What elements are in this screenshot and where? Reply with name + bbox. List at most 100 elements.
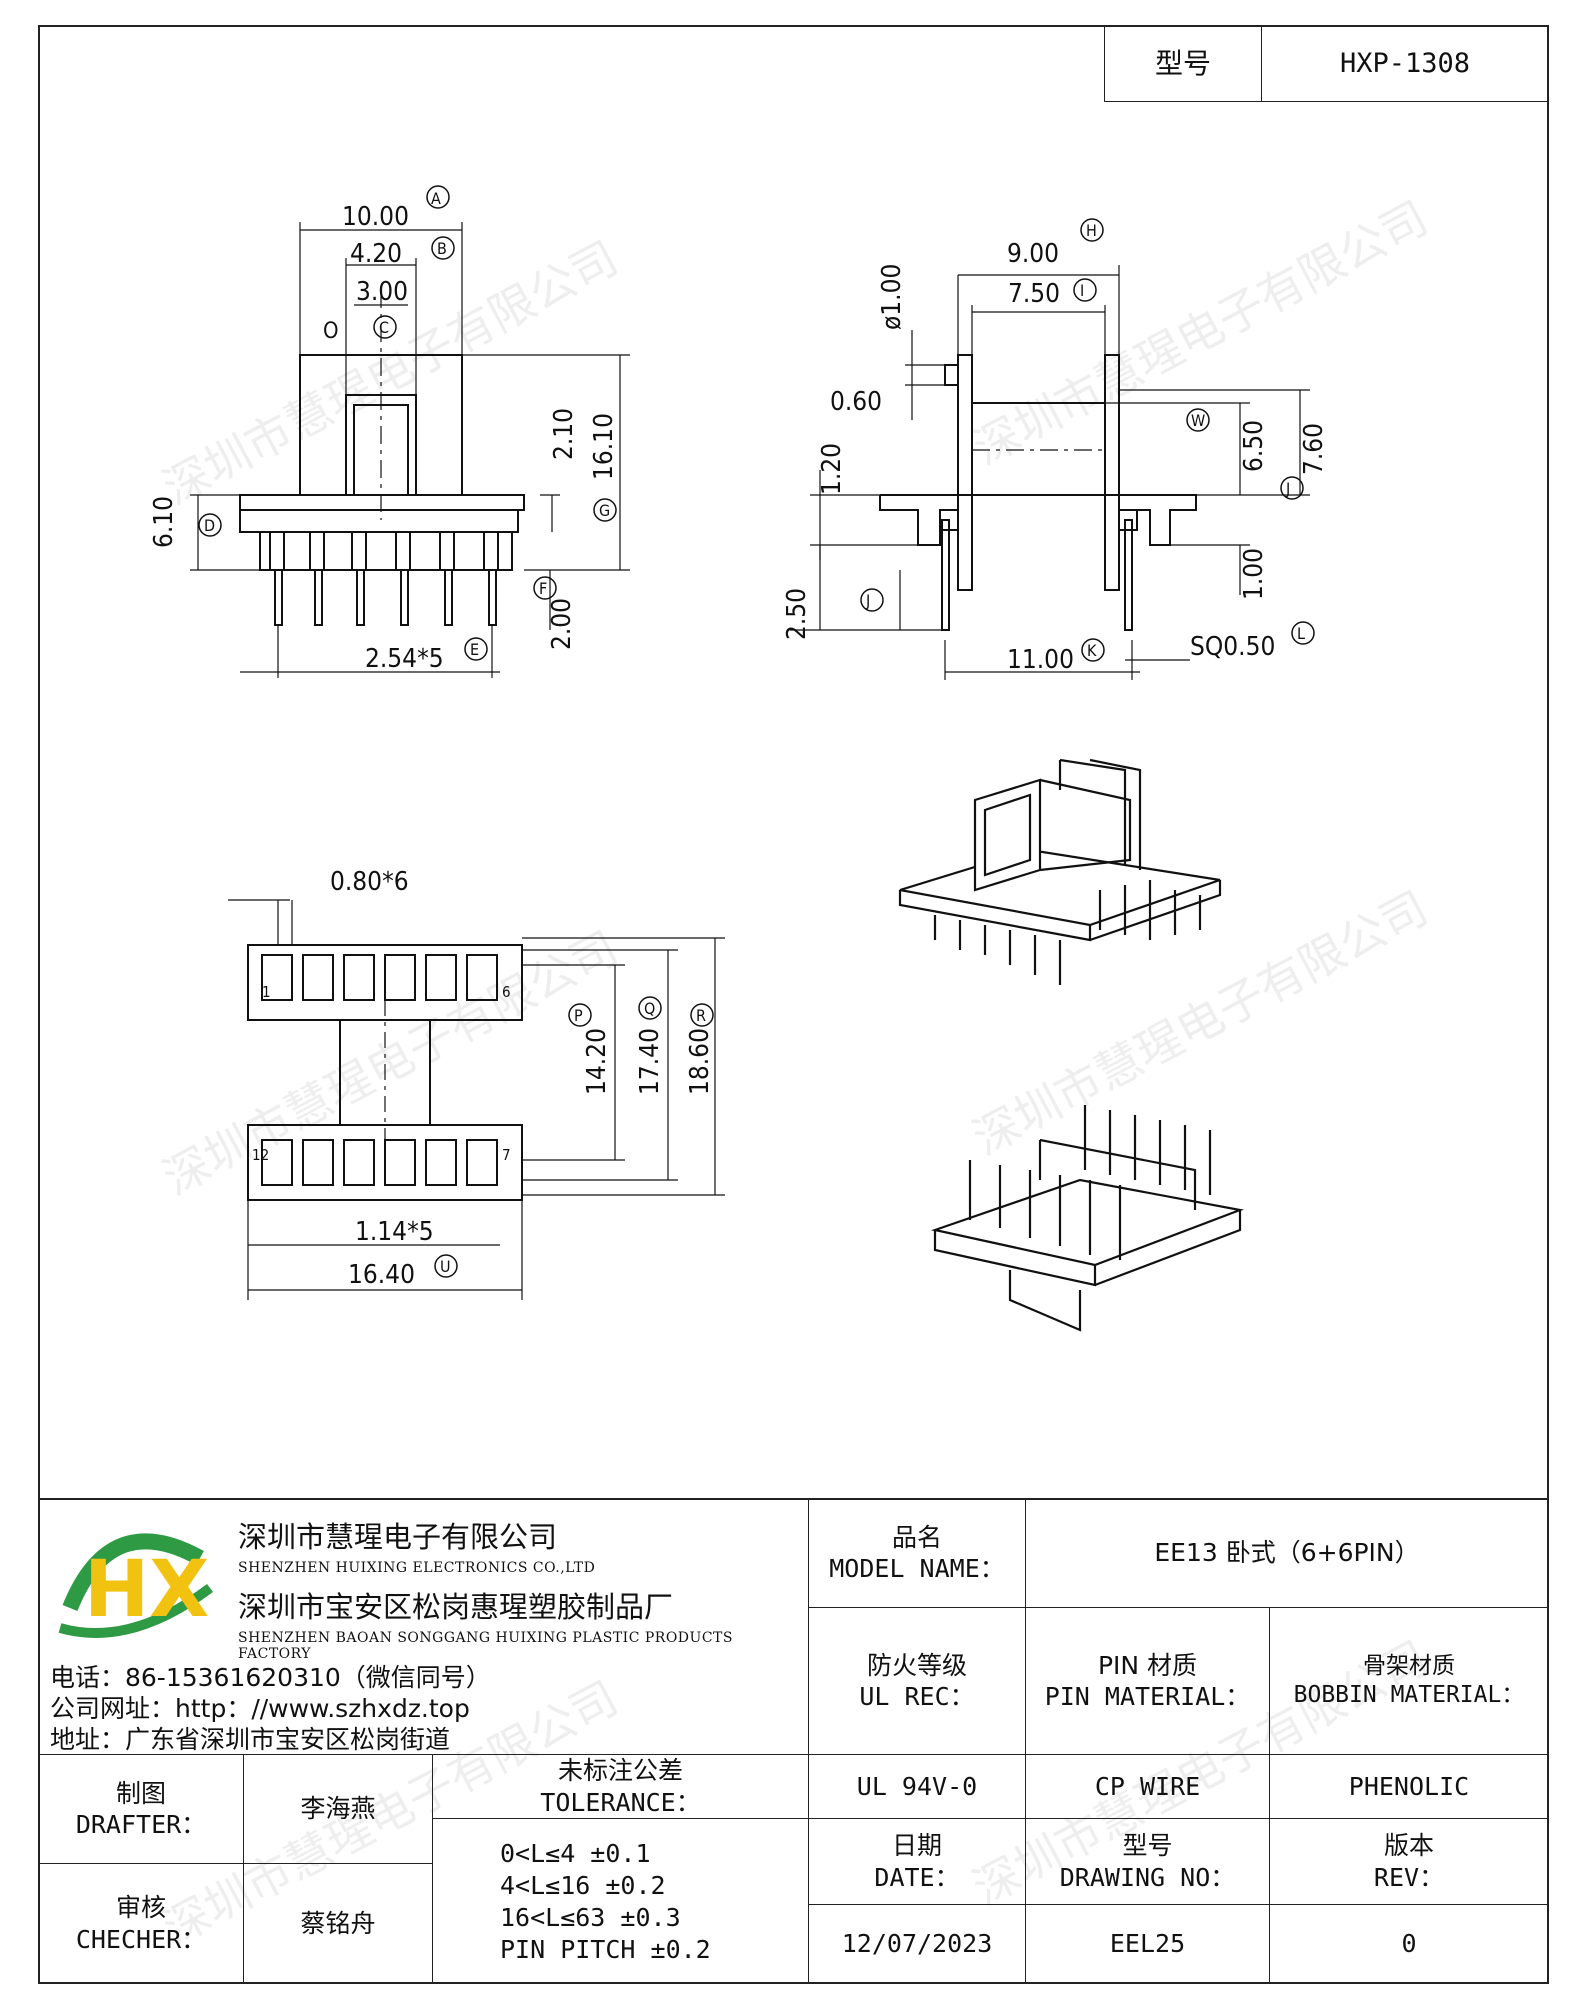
model-name-value: EE13 卧式（6+6PIN） (1154, 1538, 1420, 1568)
dim-w-tag: W (1191, 411, 1205, 430)
tolerance-line: 16<L≤63 ±0.3 (500, 1903, 681, 1932)
drafter-value: 李海燕 (300, 1794, 376, 1824)
dim-d: 6.10 (149, 496, 179, 548)
tolerance-line: PIN PITCH ±0.2 (500, 1935, 711, 1964)
pin-label-12: 12 (252, 1146, 269, 1164)
type-label: 型号 (1154, 47, 1211, 80)
pin-value-cell: CP WIRE (1025, 1754, 1270, 1819)
dim-d-tag: D (204, 516, 215, 535)
drafter-label-cn: 制图 (115, 1778, 166, 1808)
model-name-value-cell: EE13 卧式（6+6PIN） (1025, 1498, 1549, 1608)
dim-h: 9.00 (1007, 239, 1059, 269)
side-view: 9.00 H 7.50 I ø1.00 0.60 1.20 2.50 J W 6… (782, 218, 1329, 680)
dim-r-tag: R (696, 1006, 706, 1025)
drawing-no-value: EEL25 (1109, 1929, 1186, 1959)
tolerance-label-cell: 未标注公差 TOLERANCE： (432, 1754, 809, 1819)
dim-a: 10.00 (342, 202, 409, 232)
tolerance-lines: 0<L≤4 ±0.1 4<L≤16 ±0.2 16<L≤63 ±0.3 PIN … (500, 1838, 711, 1966)
tolerance-line: 4<L≤16 ±0.2 (500, 1871, 666, 1900)
dim-step: 1.20 (817, 443, 847, 495)
technical-drawing: O 10.00 A 4.20 B 3.00 C 6.10 D 2.10 16.1… (149, 185, 1329, 1332)
iso-pins-back (1098, 880, 1202, 940)
ul-label-cn: 防火等级 (866, 1650, 967, 1680)
company-name-cn: 深圳市慧瑆电子有限公司 (238, 1520, 558, 1554)
tolerance-label-cn: 未标注公差 (557, 1756, 683, 1786)
company-address: 地址：广东省深圳市宝安区松岗街道 (50, 1725, 451, 1754)
drafter-value-cell: 李海燕 (243, 1754, 433, 1864)
rev-label-en: REV： (1373, 1862, 1445, 1892)
dim-flange: 2.10 (549, 408, 579, 460)
dim-f-tag: F (539, 579, 547, 598)
date-label-cn: 日期 (891, 1831, 942, 1861)
date-label-cell: 日期 DATE： (808, 1818, 1026, 1905)
dim-q: 17.40 (635, 1028, 665, 1095)
dim-pin-w: 0.80*6 (330, 867, 409, 897)
pin-label-1: 1 (262, 983, 271, 1001)
bobbin-value-cell: PHENOLIC (1269, 1754, 1549, 1819)
dim-l-tag: L (1297, 624, 1305, 643)
dim-k-tag: K (1087, 641, 1097, 660)
dim-e-tag: E (470, 640, 479, 659)
date-value-cell: 12/07/2023 (808, 1904, 1026, 1984)
checker-value-cell: 蔡铭舟 (243, 1863, 433, 1984)
type-value-cell: HXP-1308 (1261, 25, 1549, 102)
date-value: 12/07/2023 (841, 1929, 993, 1959)
drawing-no-label-cell: 型号 DRAWING NO： (1025, 1818, 1270, 1905)
pin-value: CP WIRE (1094, 1771, 1201, 1801)
drafter-label-cell: 制图 DRAFTER： (38, 1754, 244, 1864)
rev-label-cn: 版本 (1383, 1831, 1434, 1861)
pin-label-7: 7 (502, 1146, 511, 1164)
drawing-no-value-cell: EEL25 (1025, 1904, 1270, 1984)
company-block: HX 深圳市慧瑆电子有限公司 SHENZHEN HUIXING ELECTRON… (40, 1500, 810, 1754)
dim-gap: 0.60 (830, 387, 882, 417)
dim-h1: 6.50 (1239, 420, 1269, 472)
drafter-label-en: DRAFTER： (75, 1810, 207, 1839)
dim-u-tag: U (440, 1257, 451, 1276)
dim-b: 4.20 (350, 239, 402, 269)
pin-label-cn: PIN 材质 (1097, 1650, 1198, 1680)
tolerance-label-en: TOLERANCE： (540, 1787, 701, 1817)
dim-i: 7.50 (1008, 279, 1060, 309)
company-logo: HX (58, 1533, 213, 1638)
checker-label-cell: 审核 CHECHER： (38, 1863, 244, 1984)
bottom-pin-pads (261, 954, 498, 1186)
dim-h2-tag: J (1285, 479, 1290, 498)
rev-label-cell: 版本 REV： (1269, 1818, 1549, 1905)
ul-value: UL 94V-0 (856, 1771, 978, 1801)
dim-g-tag: G (599, 501, 610, 520)
tolerance-line: 0<L≤4 ±0.1 (500, 1839, 651, 1868)
dim-sq: SQ0.50 (1190, 632, 1275, 662)
pin-label-6: 6 (502, 983, 511, 1001)
ul-value-cell: UL 94V-0 (808, 1754, 1026, 1819)
dim-r: 18.60 (685, 1028, 715, 1095)
title-divider (38, 1498, 1549, 1500)
dim-h-tag: H (1086, 221, 1097, 240)
isometric-view-top (898, 758, 1222, 985)
drawing-no-label-en: DRAWING NO： (1059, 1862, 1236, 1892)
dim-pitch2: 1.14*5 (355, 1217, 434, 1247)
dim-len: 11.00 (1007, 645, 1074, 675)
logo-text: HX (84, 1545, 209, 1635)
company-phone: 电话：86-15361620310（微信同号） (50, 1663, 491, 1692)
bobbin-material-label-cell: 骨架材质 BOBBIN MATERIAL： (1269, 1607, 1549, 1755)
checker-label-cn: 审核 (115, 1893, 166, 1923)
isometric-view-bottom (930, 1105, 1245, 1332)
dim-i-tag: I (1080, 281, 1084, 300)
pin-material-label-cell: PIN 材质 PIN MATERIAL： (1025, 1607, 1270, 1755)
ul-label-en: UL REC： (859, 1682, 975, 1711)
iso-pins-bottom-b (1083, 1105, 1212, 1195)
iso-pins-front (933, 915, 1062, 985)
bottom-view: 1 6 12 7 0.80*6 14.20 P 17.40 Q 18.60 R … (228, 867, 725, 1300)
dim-a-tag: A (431, 189, 441, 208)
bobbin-label-en: BOBBIN MATERIAL： (1293, 1682, 1525, 1708)
dim-width: 16.40 (348, 1260, 415, 1290)
pin-label-en: PIN MATERIAL： (1044, 1682, 1251, 1711)
dim-pin-len: 2.00 (547, 598, 577, 650)
bobbin-label-cn: 骨架材质 (1363, 1653, 1455, 1680)
dim-dia: ø1.00 (877, 264, 907, 330)
type-value: HXP-1308 (1339, 47, 1471, 79)
dim-pin-tag: J (865, 591, 870, 610)
dim-stand: 1.00 (1239, 548, 1269, 600)
drawing-no-label-cn: 型号 (1122, 1831, 1173, 1861)
dim-q-tag: Q (644, 999, 655, 1018)
